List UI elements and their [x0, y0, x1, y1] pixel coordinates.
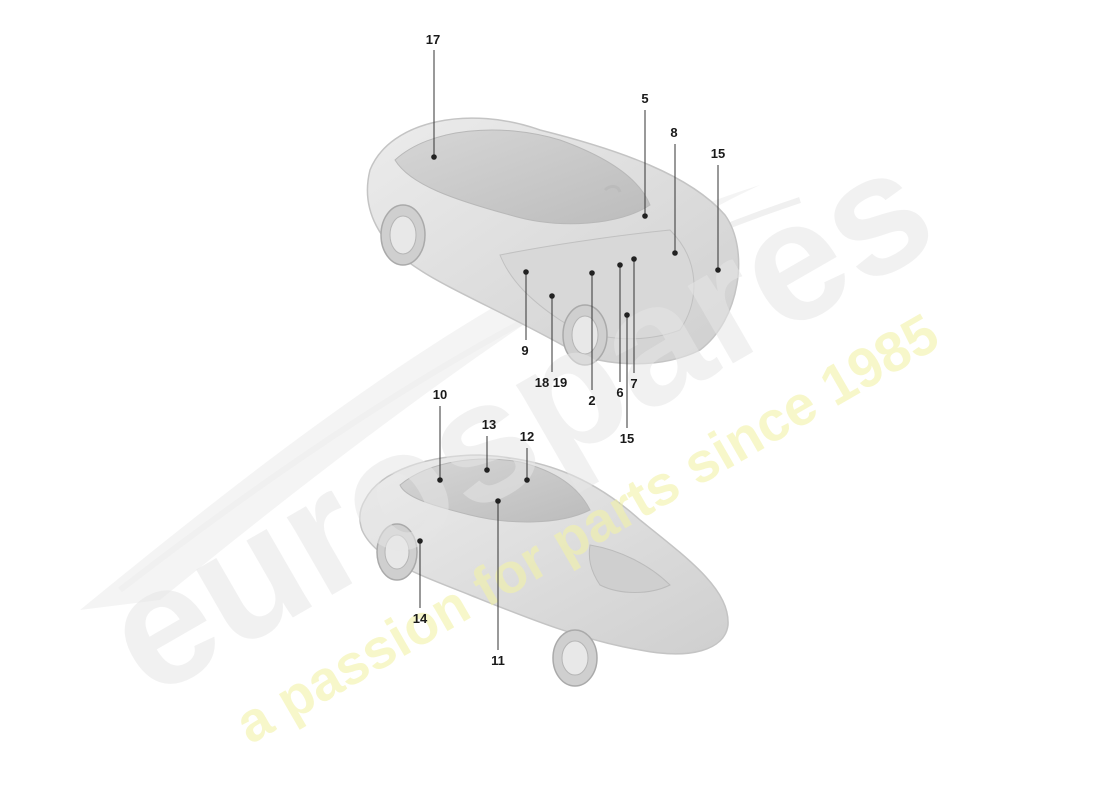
callout-label: 17 — [426, 32, 440, 47]
callout-7: 7 — [630, 256, 638, 391]
callout-label: 11 — [491, 653, 505, 668]
callout-label: 8 — [670, 125, 677, 140]
callout-dot — [523, 269, 529, 275]
callout-label: 7 — [630, 376, 637, 391]
callout-dot — [715, 267, 721, 273]
callout-12: 12 — [520, 429, 534, 483]
callout-label: 9 — [521, 343, 528, 358]
callout-11: 11 — [491, 498, 505, 668]
callout-dot — [672, 250, 678, 256]
callout-dot — [437, 477, 443, 483]
callout-label: 18 19 — [535, 375, 568, 390]
callout-15-top: 15 — [711, 146, 725, 273]
callout-2: 2 — [588, 270, 596, 408]
callout-dot — [624, 312, 630, 318]
callout-18-19: 18 19 — [535, 293, 568, 390]
callout-label: 2 — [588, 393, 595, 408]
callout-dot — [431, 154, 437, 160]
callout-8: 8 — [670, 125, 678, 256]
callout-label: 6 — [616, 385, 623, 400]
callout-label: 13 — [482, 417, 496, 432]
callout-10: 10 — [433, 387, 447, 483]
callout-dot — [549, 293, 555, 299]
callout-dot — [589, 270, 595, 276]
callout-17: 17 — [426, 32, 440, 160]
callout-dot — [484, 467, 490, 473]
callout-label: 14 — [413, 611, 428, 626]
callout-14: 14 — [413, 538, 428, 626]
callout-dot — [524, 477, 530, 483]
upper-car-illustration — [366, 117, 740, 366]
callout-label: 12 — [520, 429, 534, 444]
callout-dot — [495, 498, 501, 504]
callout-dot — [642, 213, 648, 219]
lower-car-illustration — [359, 454, 729, 687]
callout-13: 13 — [482, 417, 496, 473]
callout-dot — [417, 538, 423, 544]
callout-15-bottom: 15 — [620, 312, 634, 446]
callout-label: 15 — [620, 431, 634, 446]
callout-6: 6 — [616, 262, 624, 400]
callout-dot — [631, 256, 637, 262]
callout-5: 5 — [641, 91, 649, 219]
callout-9: 9 — [521, 269, 529, 358]
callout-dot — [617, 262, 623, 268]
callout-label: 15 — [711, 146, 725, 161]
callout-label: 10 — [433, 387, 447, 402]
callout-label: 5 — [641, 91, 648, 106]
